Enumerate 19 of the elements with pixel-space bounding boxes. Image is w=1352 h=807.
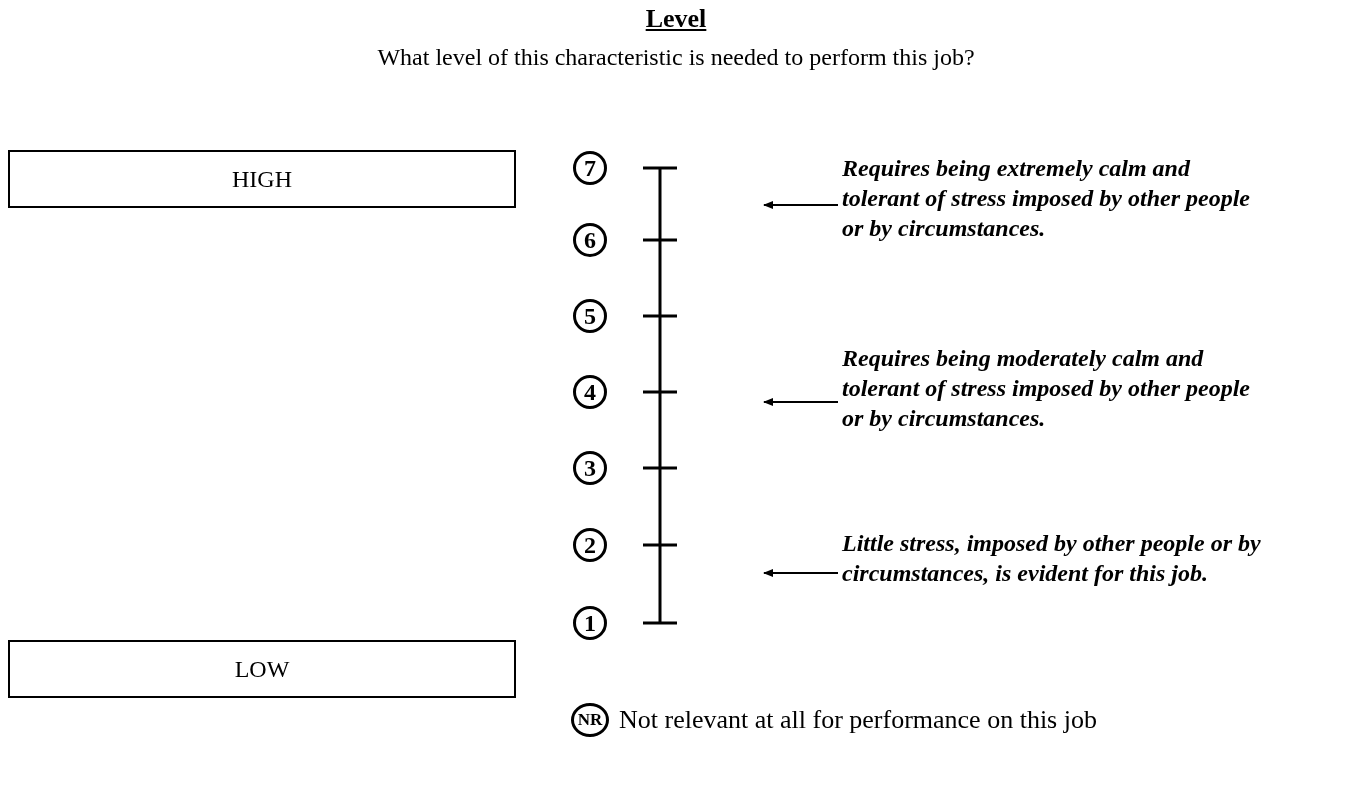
rating-circle: 3: [573, 451, 607, 485]
anchor-description: Requires being moderately calm and tolerant of stress imposed by other people or by circumstances.: [842, 343, 1272, 433]
option-note: Not relevant at all for performance on this job: [619, 705, 1097, 735]
rating-circle: 2: [573, 528, 607, 562]
question-text: What level of this characteristic is needed to perform this job?: [376, 44, 976, 71]
rating-circle: 6: [573, 223, 607, 257]
rating-circle: NR: [571, 703, 609, 737]
level-box: LOW: [8, 640, 516, 698]
arrow: [763, 569, 839, 577]
anchor-description: Little stress, imposed by other people or by circumstances, is evident for this job.: [842, 528, 1342, 588]
rating-circle: 5: [573, 299, 607, 333]
arrow: [763, 398, 839, 406]
rating-circle: 1: [573, 606, 607, 640]
rating-circle: 4: [573, 375, 607, 409]
heading: Level: [644, 4, 708, 34]
arrow: [763, 201, 839, 209]
anchor-description: Requires being extremely calm and tolerant of stress imposed by other people or by circumstances.: [842, 153, 1272, 243]
rating-circle: 7: [573, 151, 607, 185]
level-box: HIGH: [8, 150, 516, 208]
